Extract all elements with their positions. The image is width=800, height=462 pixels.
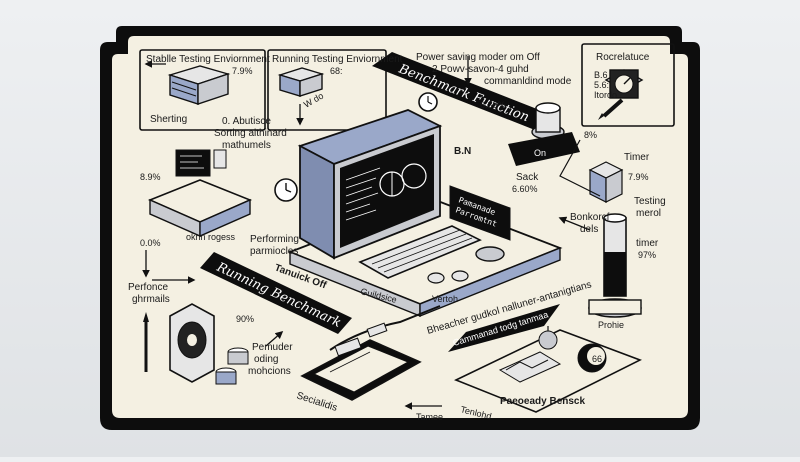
label-pct-8: 8% [584, 130, 597, 140]
device-cluster [427, 246, 505, 284]
label-rocretauce: Rocrelatuce [596, 52, 650, 63]
label-pct-639: 6.39% [480, 100, 506, 110]
performance-panel: Pamanade Parromtnt [449, 185, 511, 241]
power-knob-icon [531, 102, 565, 140]
label-tamee: Tamee [416, 412, 443, 422]
running-env-box [267, 49, 387, 131]
label-paeocady: Paeoeady Bensck [500, 396, 585, 407]
server-stack-icon [167, 65, 231, 105]
arrow-right-mid [558, 216, 591, 231]
label-pct-90: 90% [236, 314, 254, 324]
label-pct-68: 68: [330, 66, 343, 76]
label-power-line2: 2 Powv-savon-4 guhd [432, 64, 529, 75]
cable-plug-icon [334, 322, 388, 357]
monitor-icon [297, 109, 443, 260]
map-icon [498, 351, 562, 383]
desk-workstation-icon [147, 149, 253, 238]
label-performing: Performing [250, 234, 299, 245]
running-benchmark-banner [200, 252, 352, 334]
label-abutisce: 0. Abutisce [222, 116, 271, 127]
label-pct-660: 6.60% [512, 184, 538, 194]
command-tooltip-banner [448, 304, 560, 352]
label-pct-79: 7.9% [232, 66, 253, 76]
pen-icon [143, 312, 149, 372]
keyboard-icon [358, 225, 482, 279]
sphere-icon [538, 326, 558, 350]
label-okan: oknn rogess [186, 232, 236, 242]
label-ghrmails: ghrmails [132, 294, 170, 305]
label-pct-89: 8.9% [140, 172, 161, 182]
label-val-66: 66 [592, 354, 602, 364]
disc-drive-icon [169, 303, 215, 383]
benchmark-function-banner [372, 52, 560, 132]
arrow-panel [265, 330, 284, 347]
on-switch [508, 132, 580, 166]
tablet-icon [300, 339, 422, 401]
timer-tube-icon [588, 213, 642, 318]
stable-env-box [139, 49, 266, 131]
label-pemuder: Pemuder [252, 342, 293, 353]
label-starting: Sherting [150, 114, 187, 125]
label-oding: oding [254, 354, 278, 365]
label-merol: merol [636, 208, 661, 219]
label-r-val2: 5.6: [594, 80, 609, 90]
dial-box-icon [604, 69, 644, 99]
clock-icon-top [418, 92, 438, 112]
label-power-line1: Power saving moder om Off [416, 52, 540, 63]
label-perfonce: Perfonce [128, 282, 168, 293]
label-vertoh: Vertoh [432, 294, 458, 304]
label-parmiocles: parmiocles [250, 246, 298, 257]
label-bonkorcf: Bonkorcf [570, 212, 610, 223]
label-timer-top: Timer [624, 152, 650, 163]
label-r-val3: Itordo [594, 90, 617, 100]
stacked-cubes-icon [588, 161, 624, 203]
rocretauce-box [581, 43, 675, 127]
block-icon [277, 67, 325, 97]
label-pct-00: 0.0% [140, 238, 161, 248]
on-switch-label: On [534, 148, 546, 158]
label-stable-env: Stablle Testing Enviornment [146, 54, 270, 65]
label-running-env: Running Testing Enviornment [272, 54, 403, 65]
label-prohie: Prohie [598, 320, 624, 330]
label-pct-79b: 7.9% [628, 172, 649, 182]
label-power-line3: commanldind mode [484, 76, 572, 87]
label-testing: Testing [634, 196, 666, 207]
label-sorting: Sorting althinard [214, 128, 287, 139]
connector-line-right [559, 139, 601, 197]
label-pct-97: 97% [638, 250, 656, 260]
label-r-val1: B.6 [594, 70, 608, 80]
label-sack: Sack [516, 172, 539, 183]
label-timer-mid: timer [636, 238, 659, 249]
label-bn: B.N [454, 146, 471, 157]
clock-icon [274, 178, 298, 202]
cylinder-icons [215, 347, 249, 385]
label-mathumels: mathumels [222, 140, 271, 151]
label-dels: dels [580, 224, 598, 235]
label-mohcions: mohcions [248, 366, 291, 377]
gauge-icon [577, 343, 607, 373]
pencil-icon [598, 98, 624, 120]
